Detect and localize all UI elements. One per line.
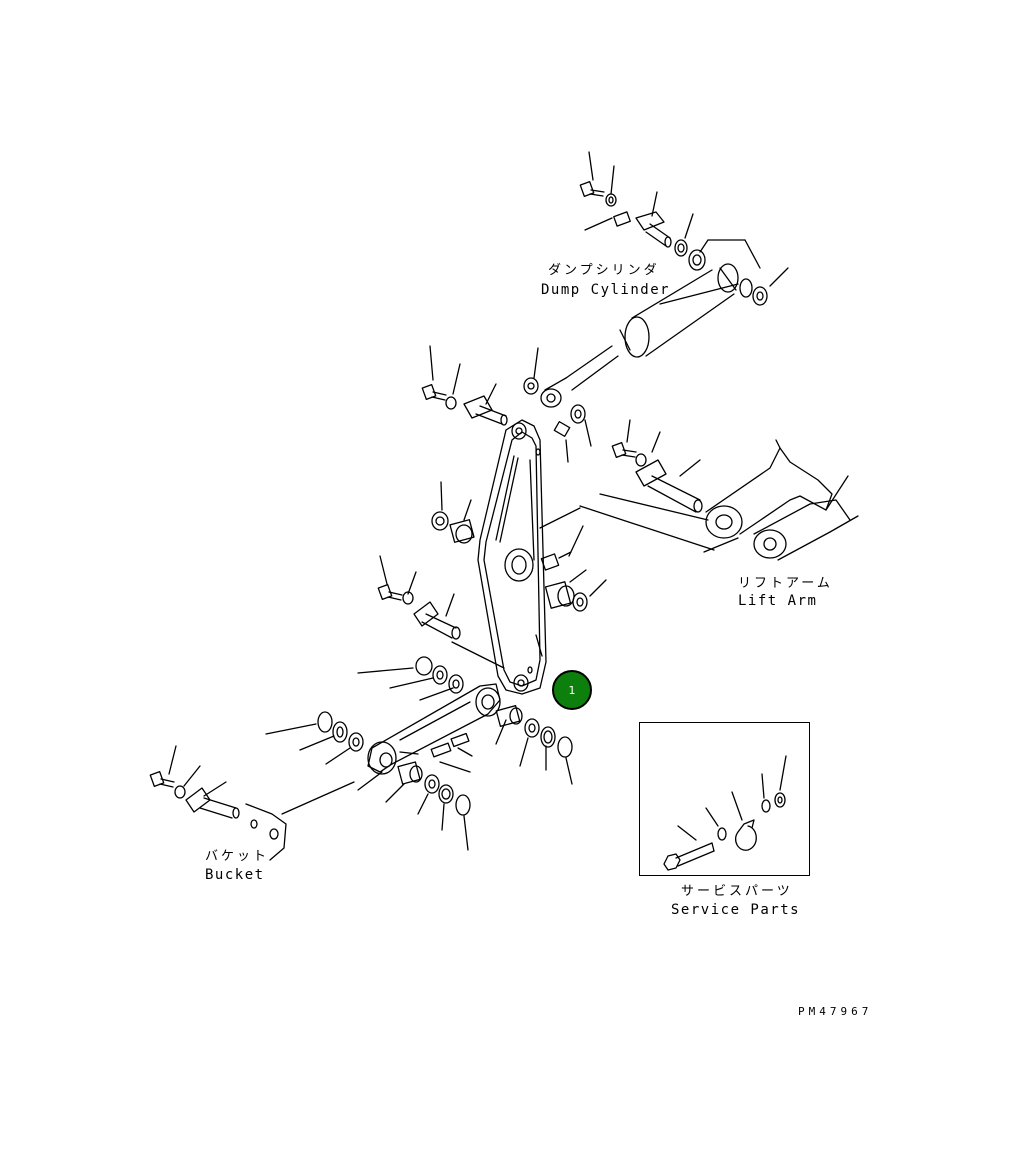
callout-number: 1 [568,683,576,697]
lift-arm-label-jp: リフトアーム [738,576,833,591]
lift-arm-label-en: Lift Arm [738,593,818,609]
bucket-label-jp: バケット [205,849,270,864]
dump-cylinder-label-jp: ダンプシリンダ [548,263,660,278]
callout-marker-1[interactable]: 1 [552,670,592,710]
service-parts-hardware [663,755,787,871]
service-parts-label-jp: サービスパーツ [681,884,793,899]
bucket-label-en: Bucket [205,867,265,883]
service-parts-inset [639,722,810,876]
bucket-hardware [149,745,355,861]
link-arm [477,419,581,695]
drawing-code: PM47967 [798,1005,873,1018]
dump-cylinder-top-hardware [540,151,789,408]
bucket-link [265,656,573,851]
middle-hardware [377,481,607,669]
lift-arm [579,419,859,561]
service-parts-label-en: Service Parts [671,902,801,918]
dump-cylinder-label-en: Dump Cylinder [541,282,671,298]
upper-pin-hardware [421,345,592,463]
